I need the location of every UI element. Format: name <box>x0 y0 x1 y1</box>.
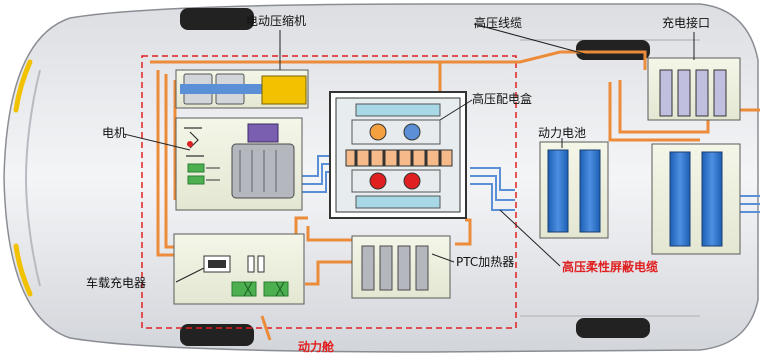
hv-distribution-box <box>329 91 467 219</box>
power-bay-frame <box>141 55 517 329</box>
wheels <box>180 8 650 346</box>
label-hv-box: 高压配电盒 <box>472 92 533 106</box>
label-compressor: 电动压缩机 <box>246 14 307 28</box>
label-obc: 车载充电器 <box>86 276 147 290</box>
label-shield-cable: 高压柔性屏蔽电缆 <box>562 260 659 274</box>
label-ptc: PTC加热器 <box>456 255 515 269</box>
label-hv-cable: 高压线缆 <box>474 16 523 30</box>
label-motor: 电机 <box>102 126 127 140</box>
charge-port-unit <box>647 57 741 121</box>
ptc-heater <box>351 235 451 299</box>
label-power-bay: 动力舱 <box>298 340 335 354</box>
motor-unit <box>175 117 303 211</box>
signal-cable-lines <box>302 155 760 213</box>
label-charge-port: 充电接口 <box>662 16 711 30</box>
battery-pack <box>539 141 741 255</box>
onboard-charger <box>173 233 305 305</box>
compressor <box>175 69 309 109</box>
leader-lines <box>123 23 695 283</box>
label-battery: 动力电池 <box>538 126 587 140</box>
